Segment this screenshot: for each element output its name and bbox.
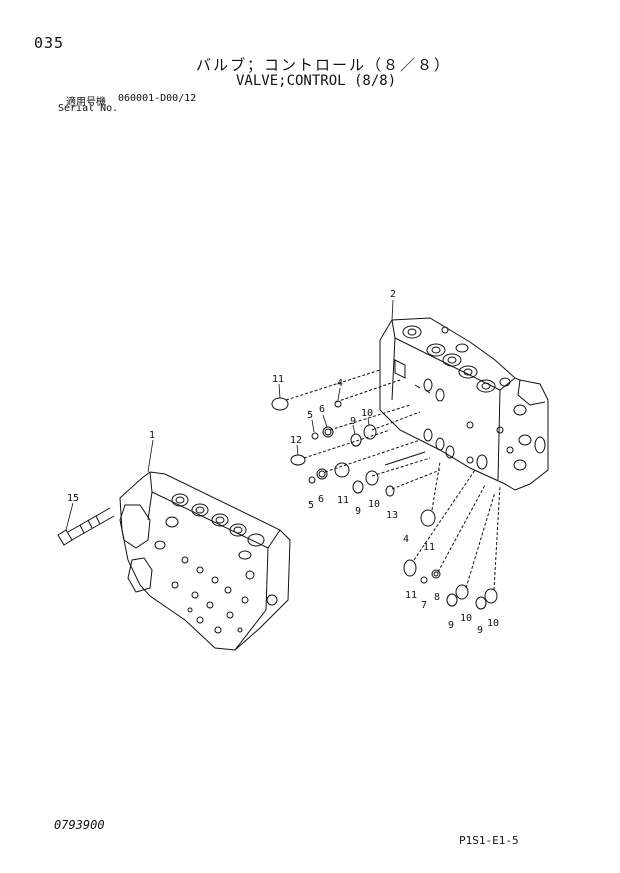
callout-labels: 1 2 15 11 4 5 6 9 10 12 5 6 11 9 10 13 4… bbox=[67, 289, 499, 636]
valve-body-2 bbox=[379, 317, 549, 491]
callout-12: 12 bbox=[290, 435, 302, 446]
callout-8: 8 bbox=[434, 592, 440, 603]
callout-7: 7 bbox=[421, 600, 427, 611]
callout-4b: 4 bbox=[403, 534, 409, 545]
sheet-code: P1S1-E1-5 bbox=[459, 834, 519, 847]
callout-13: 13 bbox=[386, 510, 398, 521]
callout-2: 2 bbox=[390, 289, 396, 300]
serial-range: 060001-D00/12 bbox=[118, 93, 197, 104]
page-number: 035 bbox=[34, 34, 65, 52]
callout-4a: 4 bbox=[337, 378, 343, 389]
callout-11b: 11 bbox=[337, 495, 349, 506]
serial-label-english: Serial No. bbox=[58, 103, 119, 114]
callout-9a: 9 bbox=[350, 416, 356, 427]
seal-group-upper bbox=[271, 369, 441, 497]
callout-15: 15 bbox=[67, 493, 79, 504]
title-japanese: バルブ；コントロール（８／８） bbox=[196, 56, 452, 74]
callout-1: 1 bbox=[149, 430, 155, 441]
callout-6a: 6 bbox=[319, 404, 325, 415]
callout-10d: 10 bbox=[487, 618, 499, 629]
valve-body-1 bbox=[119, 471, 291, 651]
callout-6b: 6 bbox=[318, 494, 324, 505]
callout-11d: 11 bbox=[405, 590, 417, 601]
drawing-number: 0793900 bbox=[54, 818, 105, 832]
callout-11a: 11 bbox=[272, 374, 284, 385]
callout-9d: 9 bbox=[477, 625, 483, 636]
callout-9b: 9 bbox=[355, 506, 361, 517]
callout-5a: 5 bbox=[307, 410, 313, 421]
leader-lines bbox=[65, 299, 394, 531]
callout-11c: 11 bbox=[423, 542, 435, 553]
callout-9c: 9 bbox=[448, 620, 454, 631]
callout-5b: 5 bbox=[308, 500, 314, 511]
seal-group-lower bbox=[403, 461, 501, 610]
callout-10a: 10 bbox=[361, 408, 373, 419]
callout-10c: 10 bbox=[460, 613, 472, 624]
serial-label-japanese: 適用号機 bbox=[66, 97, 106, 108]
title-english: VALVE;CONTROL (8/8) bbox=[236, 73, 397, 89]
bolt-15 bbox=[57, 507, 115, 546]
callout-10b: 10 bbox=[368, 499, 380, 510]
